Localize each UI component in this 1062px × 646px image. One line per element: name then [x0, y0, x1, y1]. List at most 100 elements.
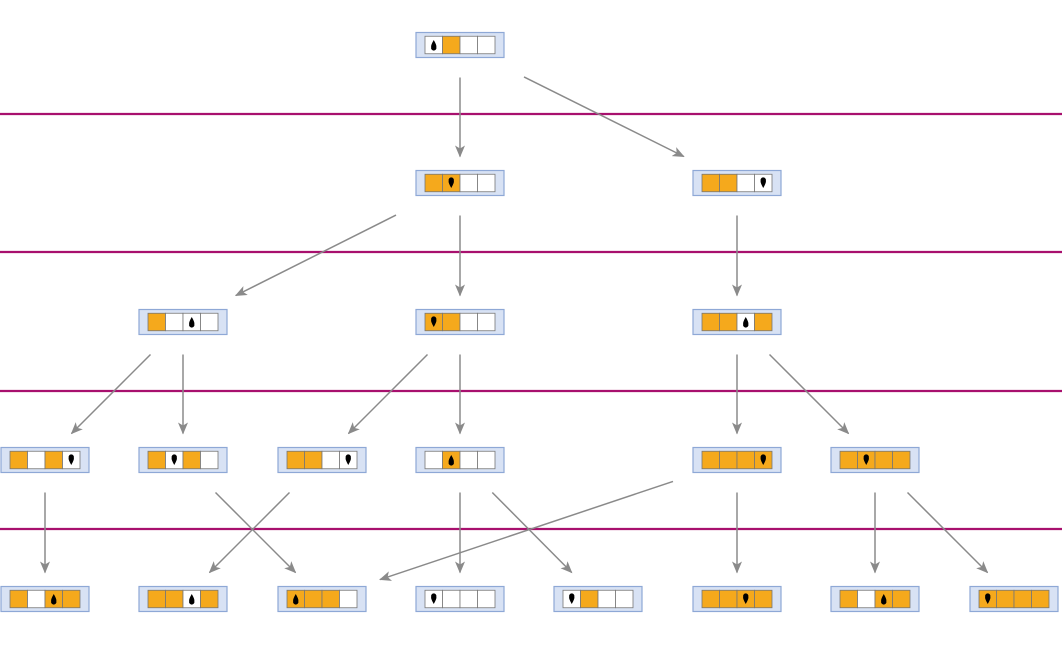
head-marker-icon: [448, 455, 454, 466]
head-marker-icon: [431, 316, 437, 327]
tape-cell-empty: [27, 589, 46, 609]
head-marker-icon: [431, 40, 437, 51]
tape-cell-filled: [839, 589, 858, 609]
head-marker-icon: [863, 454, 869, 465]
transition-arrow: [347, 353, 429, 435]
head-marker-icon: [171, 454, 177, 465]
head-marker-icon: [743, 593, 749, 604]
tape-cell-filled: [892, 589, 911, 609]
tape-cell-empty: [477, 173, 496, 193]
transition-arrow: [234, 214, 397, 297]
head-marker-icon: [985, 593, 991, 604]
tape-cell-filled: [424, 173, 443, 193]
transition-arrow: [906, 491, 989, 574]
state-node: [415, 169, 505, 197]
state-node: [969, 585, 1059, 613]
tape-cell-filled: [701, 589, 720, 609]
state-node: [277, 585, 367, 613]
head-marker-icon: [743, 317, 749, 328]
tape-cell-filled: [719, 450, 738, 470]
tape-cell-empty: [339, 589, 358, 609]
tape-cell-empty: [442, 589, 461, 609]
head-marker-icon: [51, 594, 57, 605]
state-node: [277, 446, 367, 474]
transition-arrow: [491, 491, 573, 574]
state-node: [692, 169, 782, 197]
state-node: [0, 446, 90, 474]
tape-cell-empty: [477, 450, 496, 470]
tape-cell-filled: [754, 312, 773, 332]
transition-arrow: [70, 353, 152, 435]
tape-cell-empty: [477, 312, 496, 332]
tape-cell-empty: [459, 312, 478, 332]
transition-edges: [40, 76, 989, 581]
head-marker-icon: [760, 177, 766, 188]
tape-cell-empty: [477, 35, 496, 55]
state-node: [138, 446, 228, 474]
tape-cell-empty: [459, 589, 478, 609]
state-node: [415, 585, 505, 613]
head-marker-icon: [881, 594, 887, 605]
tape-cell-filled: [874, 450, 893, 470]
tape-cell-filled: [701, 450, 720, 470]
tape-cell-filled: [580, 589, 599, 609]
tape-cell-filled: [147, 312, 166, 332]
tape-cell-empty: [27, 450, 46, 470]
tape-cell-filled: [1031, 589, 1050, 609]
state-nodes: [0, 31, 1059, 613]
tape-cell-filled: [321, 589, 340, 609]
head-marker-icon: [431, 593, 437, 604]
tape-cell-empty: [321, 450, 340, 470]
state-node: [0, 585, 90, 613]
state-node: [830, 446, 920, 474]
transition-arrow: [768, 353, 850, 435]
tape-cell-filled: [442, 312, 461, 332]
head-marker-icon: [760, 454, 766, 465]
tape-cell-filled: [9, 450, 28, 470]
tape-cell-filled: [44, 450, 63, 470]
state-node: [415, 446, 505, 474]
tape-cell-empty: [200, 312, 219, 332]
tape-cell-filled: [892, 450, 911, 470]
transition-arrow: [214, 491, 297, 574]
state-node: [692, 585, 782, 613]
state-node: [415, 31, 505, 59]
head-marker-icon: [293, 594, 299, 605]
tape-cell-filled: [147, 589, 166, 609]
tape-cell-filled: [200, 589, 219, 609]
tape-cell-empty: [200, 450, 219, 470]
tape-cell-empty: [165, 312, 184, 332]
state-node: [138, 585, 228, 613]
tape-cell-filled: [62, 589, 81, 609]
tape-cell-empty: [424, 450, 443, 470]
state-node: [415, 308, 505, 336]
tape-cell-filled: [304, 589, 323, 609]
tape-cell-filled: [736, 450, 755, 470]
transition-arrow: [379, 480, 674, 581]
transition-arrow: [208, 491, 291, 574]
tape-cell-filled: [9, 589, 28, 609]
tape-cell-empty: [597, 589, 616, 609]
head-marker-icon: [448, 177, 454, 188]
tape-cell-filled: [719, 312, 738, 332]
tape-cell-filled: [701, 173, 720, 193]
tape-cell-empty: [736, 173, 755, 193]
tape-cell-filled: [286, 450, 305, 470]
state-node: [692, 446, 782, 474]
tape-cell-empty: [615, 589, 634, 609]
head-marker-icon: [189, 317, 195, 328]
tape-cell-filled: [1013, 589, 1032, 609]
transition-arrow: [523, 76, 685, 158]
head-marker-icon: [68, 454, 74, 465]
head-marker-icon: [345, 454, 351, 465]
head-marker-icon: [569, 593, 575, 604]
tape-cell-filled: [147, 450, 166, 470]
tape-cell-empty: [459, 35, 478, 55]
tape-cell-filled: [701, 312, 720, 332]
tape-cell-filled: [304, 450, 323, 470]
tape-cell-empty: [459, 450, 478, 470]
tape-cell-empty: [857, 589, 876, 609]
tape-cell-filled: [839, 450, 858, 470]
tape-cell-empty: [477, 589, 496, 609]
